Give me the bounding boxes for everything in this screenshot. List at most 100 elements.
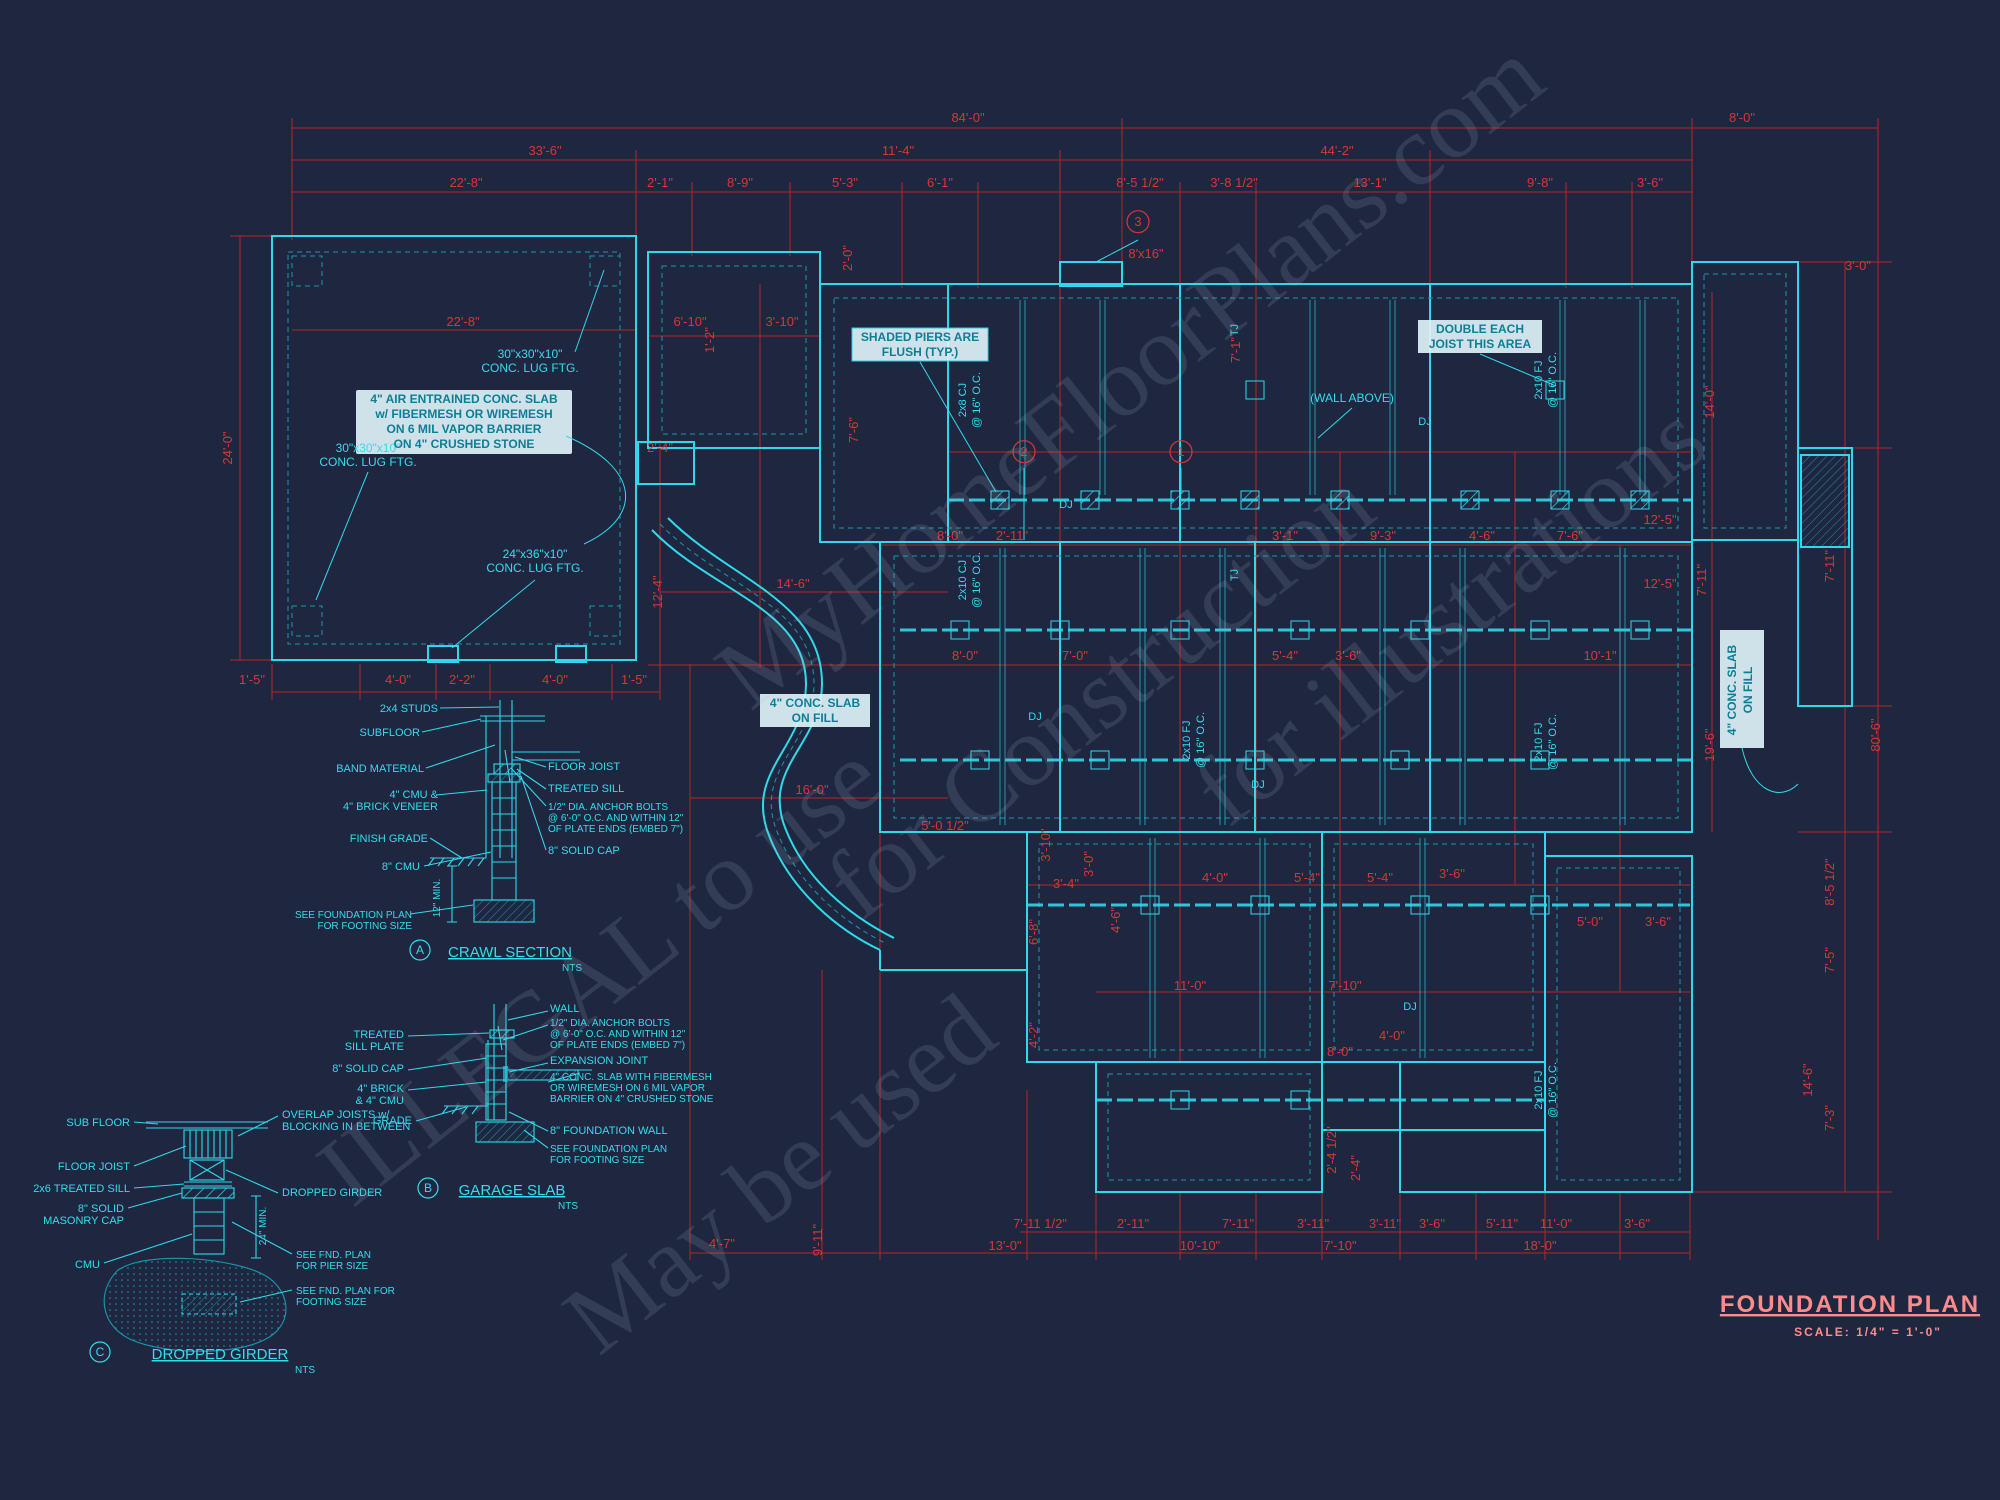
garage-bottom-footing-2: [555, 645, 587, 663]
garage-label: 8" FOUNDATION WALL: [550, 1125, 668, 1137]
dim: 3'-6": [1645, 914, 1671, 929]
dim: 7'-3": [1822, 1105, 1837, 1131]
slab-note-box: [356, 390, 572, 454]
dimension-lines-bottom: [689, 542, 1691, 1260]
dimension-extensions-top: [291, 118, 1879, 288]
dim: 4'-0": [542, 672, 568, 687]
dim: 7'-6": [1557, 528, 1583, 543]
crawl-min-dim: [447, 865, 457, 923]
bottom-center-room: [1095, 1061, 1323, 1193]
dim: 5'-4": [1294, 870, 1320, 885]
crawl-label: 1/2" DIA. ANCHOR BOLTS: [548, 802, 668, 813]
dim-top: 2'-1": [647, 175, 673, 190]
joist-callout: @ 16" O.C.: [1547, 714, 1559, 770]
garage-label: SEE FOUNDATION PLAN: [550, 1144, 667, 1155]
curved-wall-outer: [651, 529, 881, 951]
dim: 2'-2": [449, 672, 475, 687]
garage-slab-drawing: [407, 1004, 592, 1149]
dim: 5'-0": [1577, 914, 1603, 929]
garage-label: OR WIREMESH ON 6 MIL VAPOR: [550, 1083, 705, 1094]
leader-line: [574, 269, 605, 353]
girderdet-sill: [184, 1181, 232, 1187]
dim-bottom: 13'-0": [988, 1238, 1022, 1253]
detail-a-bubble: A: [416, 943, 424, 957]
crawl-anchor-bolt: [504, 749, 511, 783]
leader-line: [919, 361, 997, 493]
wing-footing-line: [1703, 273, 1787, 529]
mid-footing-line: [893, 555, 1679, 819]
dim-top: 33'-6": [528, 143, 562, 158]
crawl-label: 8" SOLID CAP: [548, 845, 620, 857]
girder-label: FLOOR JOIST: [58, 1161, 130, 1173]
dim: 3'-6": [1439, 866, 1465, 881]
dimension-lines-left: [230, 235, 661, 700]
detail-a-title: CRAWL SECTION: [448, 944, 572, 961]
dim-overall-width: 84'-0": [951, 110, 985, 125]
girder-label: 8" SOLID: [78, 1203, 124, 1215]
dim: 6'-8": [1026, 919, 1041, 945]
crawl-section-drawing: [409, 700, 580, 923]
footing-dashed-lines: [287, 251, 1787, 1181]
dim-bottom: 11'-0": [1540, 1216, 1573, 1231]
girderdet-footing: [181, 1293, 237, 1315]
keynote-3-circle: [1126, 210, 1150, 234]
slabdet-brick-courses: [486, 1055, 506, 1105]
crawl-label: 4" BRICK VENEER: [343, 801, 438, 813]
dim-top: 8'-9": [727, 175, 753, 190]
dim: 8'-0": [937, 528, 963, 543]
porch-room: [647, 251, 821, 449]
dim-bottom: 3'-11": [1369, 1216, 1402, 1231]
note-slab-on-fill-right: ON FILL: [1741, 667, 1755, 714]
girder-label: 2x6 TREATED SILL: [33, 1183, 130, 1195]
girderdet-pier-courses: [194, 1211, 224, 1241]
note-shaded-piers: SHADED PIERS ARE: [861, 330, 979, 344]
dim: 5'-4": [1367, 870, 1393, 885]
highlight-boxes: [356, 320, 1764, 748]
crawl-label: @ 6'-0" O.C. AND WITHIN 12": [548, 813, 684, 824]
dim-top: 3'-6": [1637, 175, 1663, 190]
bottom-link-room: [1399, 1129, 1546, 1193]
garage-label: FOR FOOTING SIZE: [550, 1155, 645, 1166]
garage-label: 8" SOLID CAP: [332, 1063, 404, 1075]
dim: 1'-5": [239, 672, 265, 687]
crawl-label: 12" MIN.: [432, 879, 443, 918]
joist-line-set: [1019, 300, 1646, 495]
dim: 19'-6": [1702, 728, 1717, 762]
right-porch-steps: [1800, 454, 1850, 548]
leader-line: [1741, 747, 1799, 793]
girder-label: OVERLAP JOISTS w/: [282, 1109, 390, 1121]
joist-callout: @ 16" O.C.: [1195, 712, 1207, 768]
double-joist-note-box: [1418, 320, 1542, 353]
keynote-2: 2: [1020, 444, 1027, 459]
joist-callout: 2x10 FJ: [1181, 720, 1193, 759]
dim: 3'-4": [1053, 876, 1079, 891]
girderdet-joist-hatch: [189, 1130, 227, 1158]
joist-callout: @ 16" O.C.: [1547, 352, 1559, 408]
joist-callout: 2x10 FJ: [1533, 1070, 1545, 1109]
slab-on-fill-right-note-box: [1720, 630, 1764, 748]
note-lug-footing: CONC. LUG FTG.: [481, 361, 578, 375]
dim-bottom: 3'-11": [1297, 1216, 1330, 1231]
crawl-label: FOR FOOTING SIZE: [318, 921, 413, 932]
dim-bottom: 3'-6": [1624, 1216, 1650, 1231]
dim: 7'-1": [1228, 337, 1243, 363]
crawl-cap: [487, 773, 521, 783]
dim: 12'-4": [650, 575, 665, 609]
drawing-scale: SCALE: 1/4" = 1'-0": [1794, 1325, 1942, 1339]
joist-callout: 2x10 FJ: [1533, 722, 1545, 761]
detail-c-title: DROPPED GIRDER: [152, 1346, 289, 1363]
curved-wall-footing: [659, 523, 888, 945]
tj-label: TJ: [1229, 324, 1241, 336]
dim: 4'-2": [1026, 1022, 1041, 1048]
lower1-footing-line: [1038, 843, 1311, 1051]
crawl-label: FLOOR JOIST: [548, 761, 620, 773]
dim-left-height: 24'-0": [220, 431, 235, 465]
lower-room-2: [1321, 831, 1546, 1063]
dj-label: DJ: [1418, 416, 1431, 428]
detail-a-nts: NTS: [562, 963, 582, 974]
dim: 16'-0": [795, 782, 829, 797]
note-slab-on-fill: 4" CONC. SLAB: [770, 696, 861, 710]
dim: 11'-0": [1174, 978, 1207, 993]
detail-c-bubble: C: [96, 1345, 105, 1359]
dim-bottom: 2'-11": [1117, 1216, 1150, 1231]
